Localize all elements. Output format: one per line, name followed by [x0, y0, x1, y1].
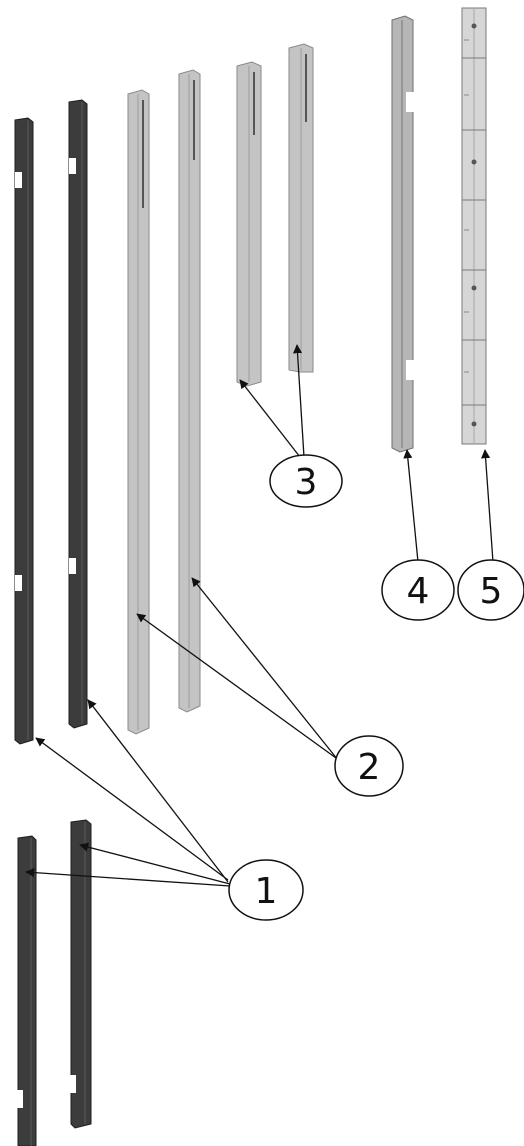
- rail-notch: [69, 158, 76, 174]
- leader-2b: [191, 577, 339, 761]
- leader-3b: [292, 344, 305, 458]
- callout-1: 1: [228, 859, 304, 921]
- leader-1b: [87, 699, 229, 883]
- part-1-rail-right-lower: [68, 819, 92, 1129]
- bar-divisions: [462, 57, 486, 406]
- leader-2a: [136, 613, 337, 759]
- callout-4: 4: [381, 559, 455, 621]
- part-4-slotted-rail: [391, 15, 414, 453]
- rail-notch: [406, 360, 414, 380]
- leader-1c: [79, 842, 231, 885]
- part-1-rail-left-lower: [15, 835, 37, 1146]
- part-3-rail-right: [288, 43, 314, 373]
- bar-holes: [471, 23, 477, 427]
- bar-ticks: [464, 39, 469, 373]
- part-2-rail-left: [127, 89, 150, 735]
- callout-4-label: 4: [407, 571, 430, 612]
- leader-lines: [25, 344, 494, 887]
- rail-notch: [15, 1090, 23, 1108]
- callout-5: 5: [457, 559, 524, 621]
- rail-notch: [15, 172, 22, 188]
- leader-4: [403, 449, 419, 563]
- leader-1a: [35, 737, 229, 881]
- callout-1-label: 1: [255, 871, 278, 912]
- callout-2: 2: [334, 735, 404, 797]
- callout-5-label: 5: [480, 571, 503, 612]
- rail-notch: [69, 558, 76, 574]
- leader-1d: [25, 868, 231, 887]
- part-2-rail-right: [178, 69, 201, 713]
- part-1-rail-right-upper: [68, 99, 88, 729]
- leader-5: [481, 449, 494, 563]
- part-1-rail-left-upper: [14, 117, 34, 745]
- callout-2-label: 2: [358, 747, 381, 788]
- rail-notch: [406, 92, 414, 112]
- callout-3: 3: [269, 454, 343, 508]
- callout-3-label: 3: [295, 462, 318, 503]
- leader-3a: [239, 379, 301, 458]
- rail-notch: [15, 575, 22, 591]
- part-3-rail-left: [236, 61, 262, 387]
- part-5-perforated-bar: [461, 7, 487, 445]
- rail-notch: [68, 1075, 76, 1093]
